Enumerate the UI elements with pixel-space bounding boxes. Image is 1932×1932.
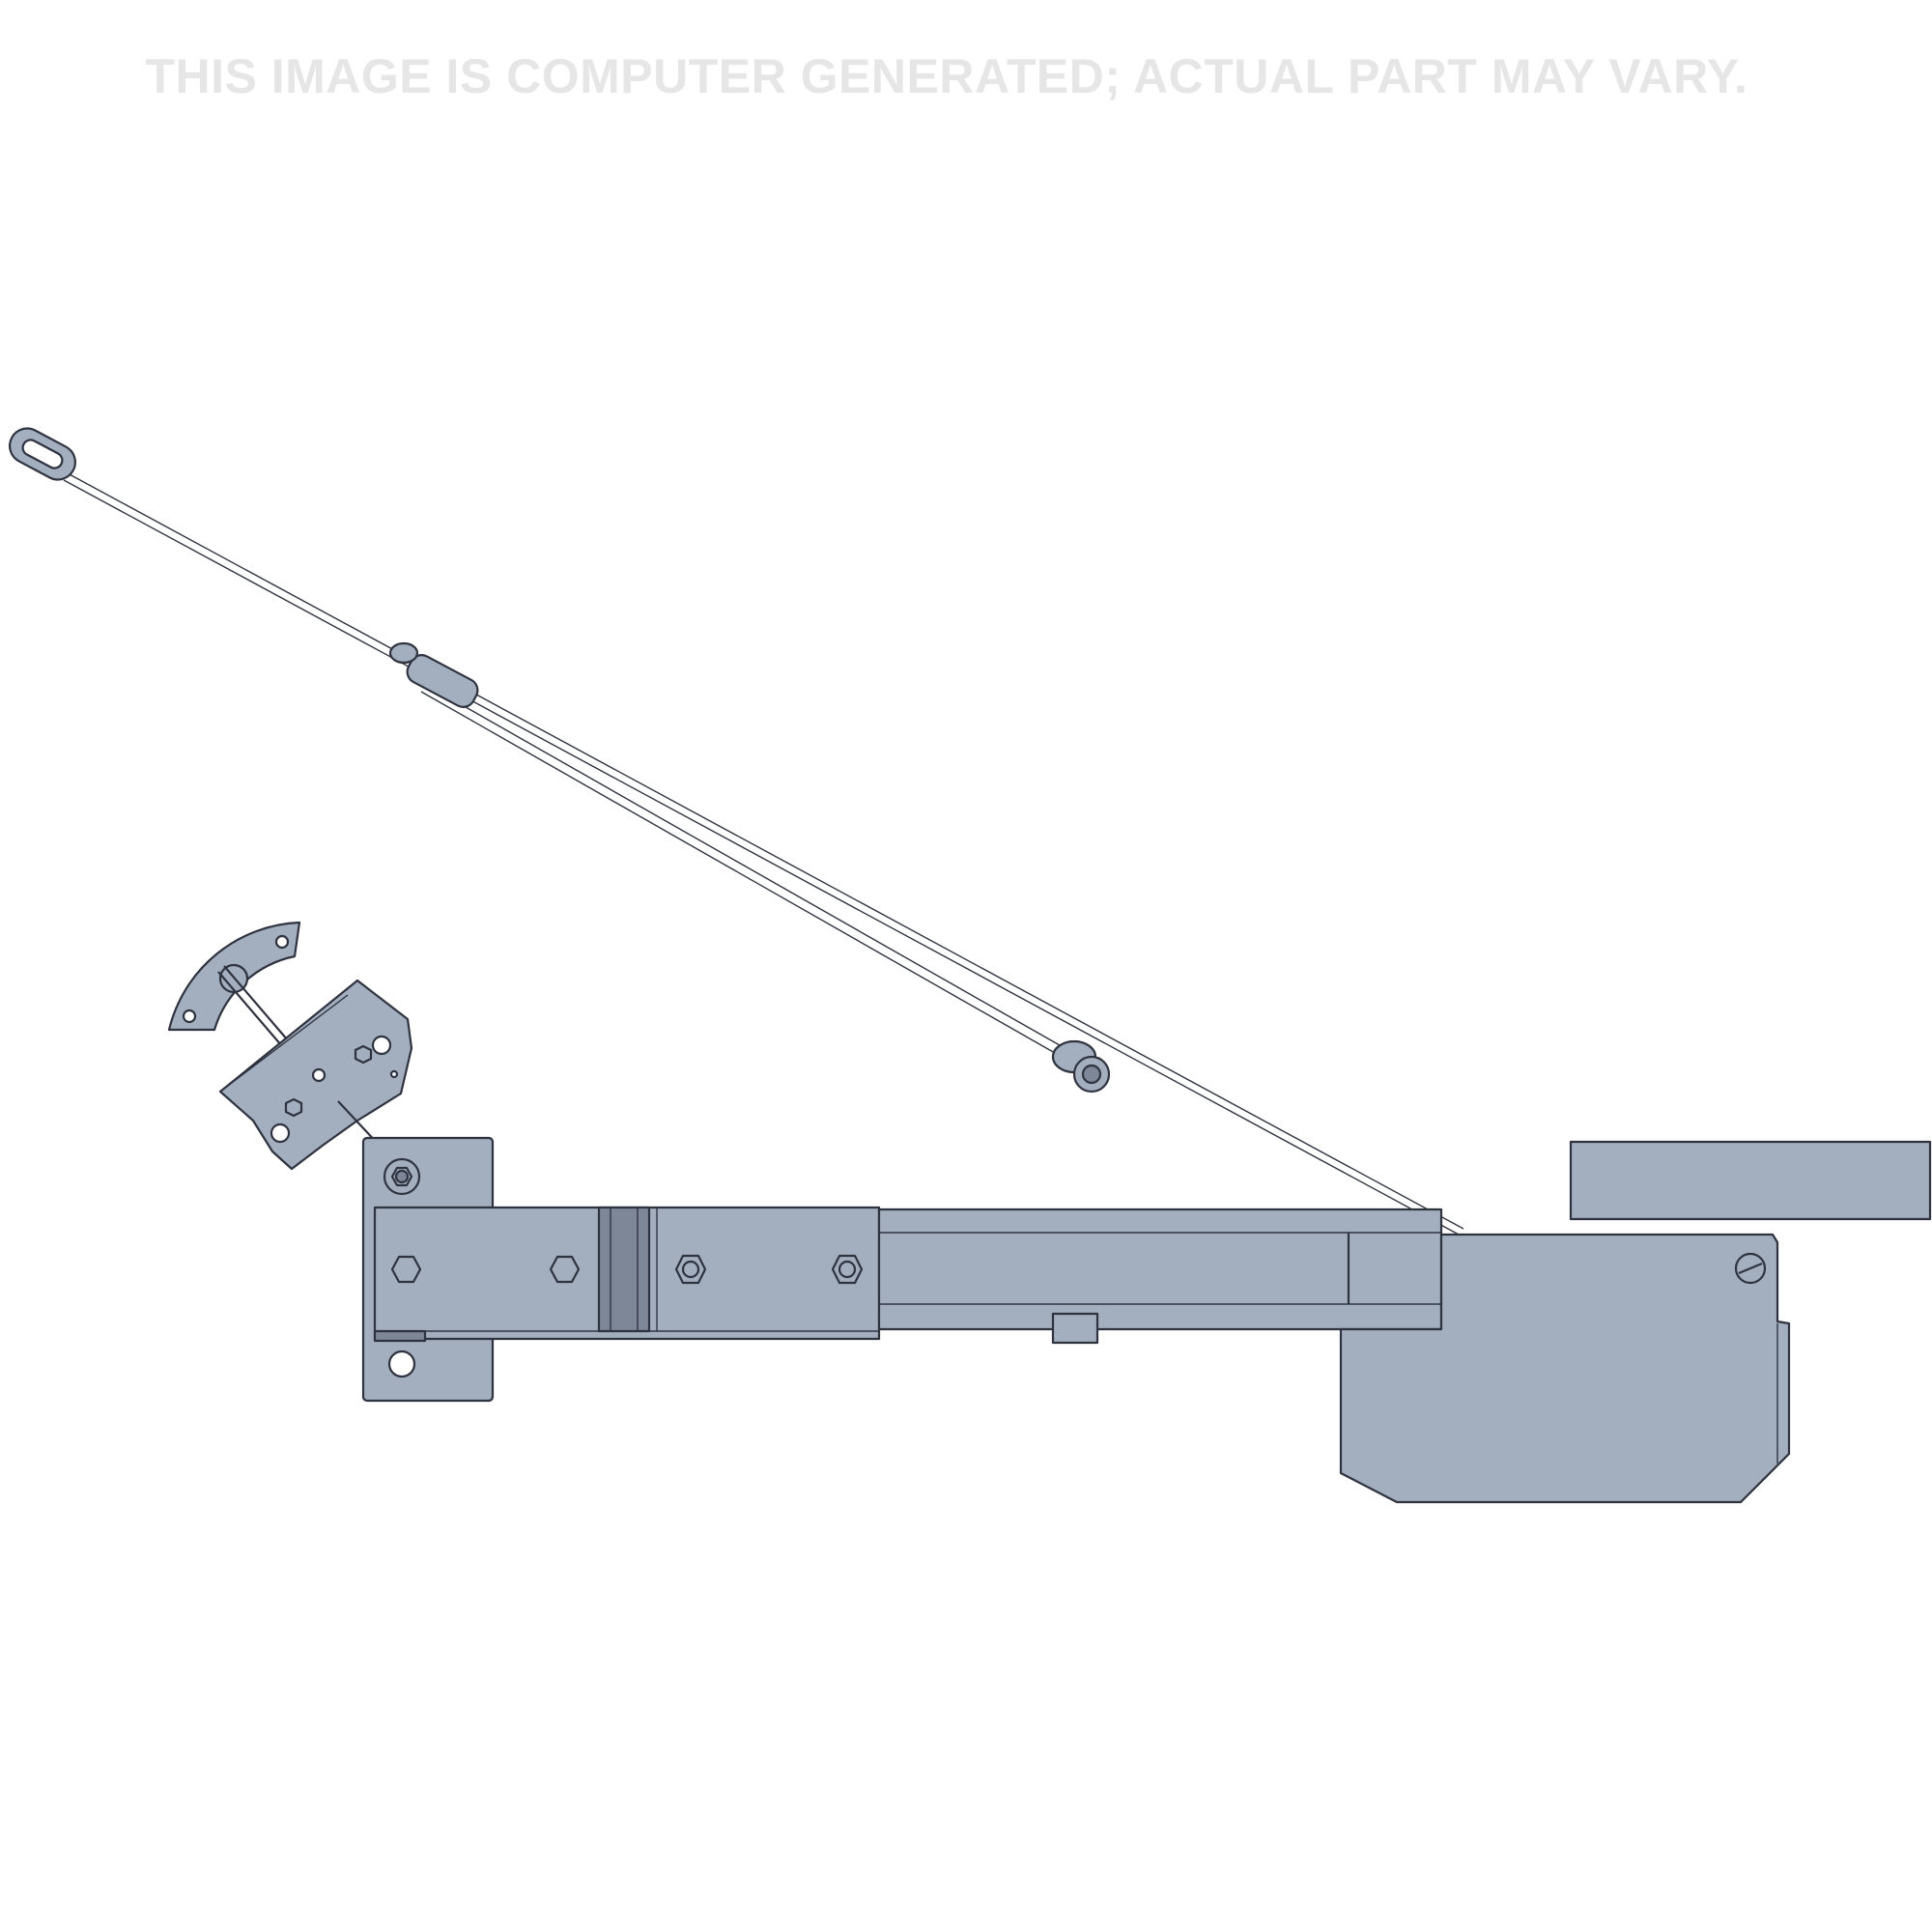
telescoping-tube [877, 1208, 1443, 1345]
cable-end-loop [9, 427, 76, 481]
arm-channel [373, 1206, 881, 1343]
disclaimer-text: THIS IMAGE IS COMPUTER GENERATED; ACTUAL… [145, 49, 1748, 103]
main-housing [1339, 1233, 1791, 1504]
cable-assembly [9, 427, 1464, 1236]
arm-nut-1 [674, 1254, 707, 1285]
angled-mount-plate [218, 979, 413, 1171]
adjustment-quadrant [167, 921, 306, 1067]
cable-anchor-bolt [1051, 1039, 1111, 1094]
cable-crimp-sleeve [388, 641, 479, 708]
top-cover-plate [1569, 1140, 1932, 1221]
arm-nut-2 [831, 1254, 864, 1285]
